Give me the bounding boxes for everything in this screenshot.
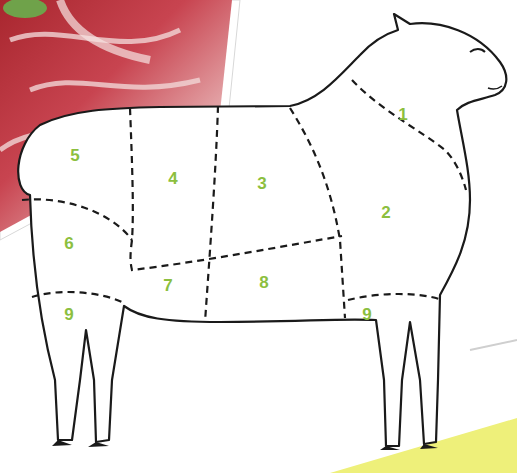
callout-number: 9 — [64, 306, 73, 323]
sheep-mouth — [488, 86, 502, 89]
shadow-line — [470, 340, 517, 350]
callout-number: 8 — [259, 274, 268, 291]
callout-number: 7 — [163, 277, 172, 294]
sheep-outline — [18, 14, 506, 446]
sheep-eye — [470, 49, 485, 52]
callout-number: 9 — [362, 306, 371, 323]
callout-number: 5 — [70, 147, 79, 164]
hooves — [52, 440, 438, 450]
callout-number: 6 — [64, 235, 73, 252]
callout-number: 2 — [381, 204, 390, 221]
callout-number: 1 — [398, 106, 407, 123]
callout-number: 3 — [257, 175, 266, 192]
callout-number: 4 — [168, 170, 177, 187]
cut-lines — [22, 80, 466, 322]
